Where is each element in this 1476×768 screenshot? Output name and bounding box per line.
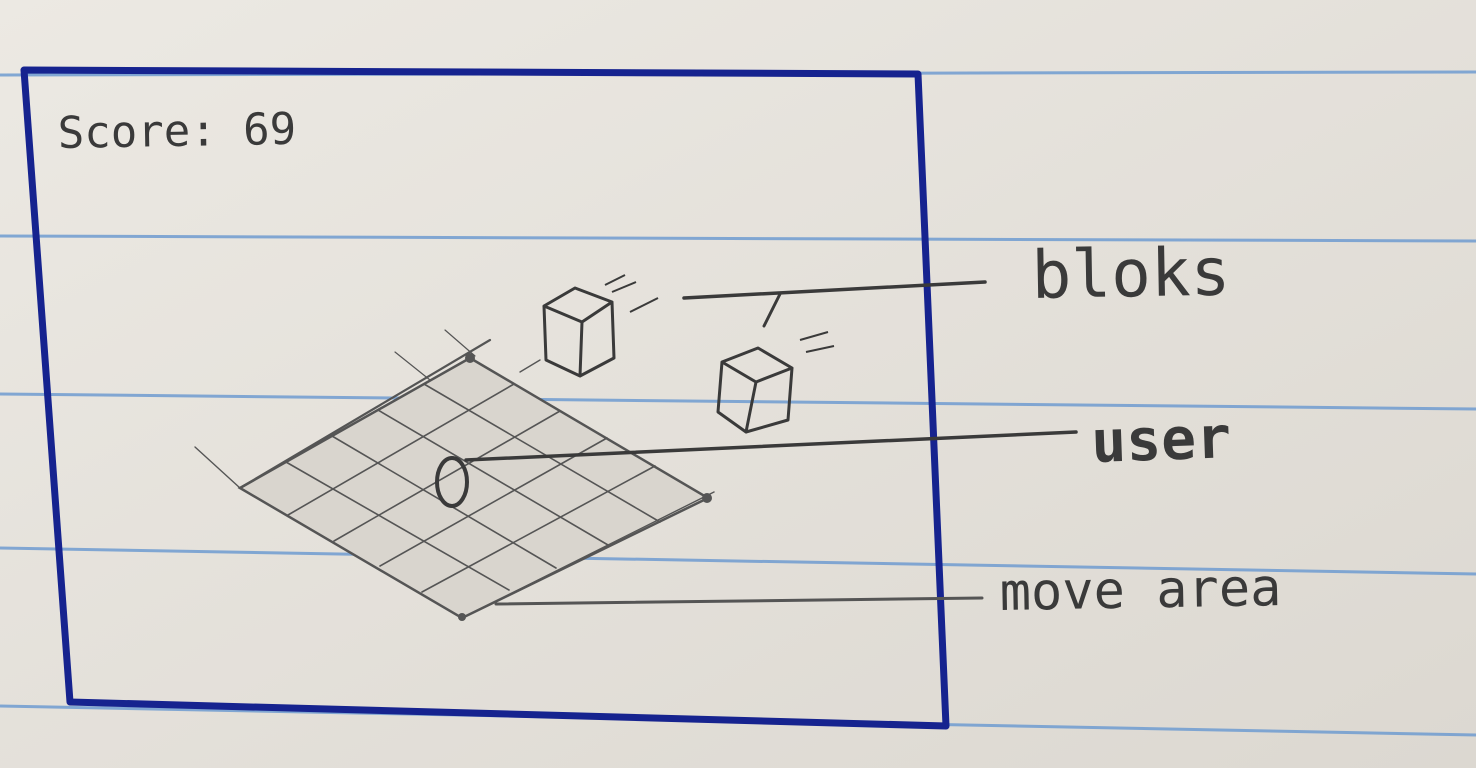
bloks-leader-branch	[762, 292, 782, 328]
user-label: user	[1090, 403, 1232, 476]
move-area-grid	[194, 329, 715, 621]
ruled-line	[0, 392, 1476, 411]
bloks-label: bloks	[1031, 234, 1231, 314]
falling-block	[716, 331, 835, 434]
falling-block	[542, 274, 659, 378]
ruled-line	[0, 546, 1476, 576]
bloks-leader-line	[682, 280, 987, 300]
annotation-leaders	[464, 280, 1078, 606]
score-label: Score: 69	[57, 104, 296, 159]
ruled-line	[0, 234, 1476, 243]
user-player	[435, 456, 469, 508]
move-area-leader-line	[494, 596, 984, 606]
move-area-label: move area	[999, 558, 1282, 623]
game-screen-frame	[20, 66, 950, 730]
user-leader-line	[464, 430, 1078, 462]
ruled-lines	[0, 70, 1476, 737]
